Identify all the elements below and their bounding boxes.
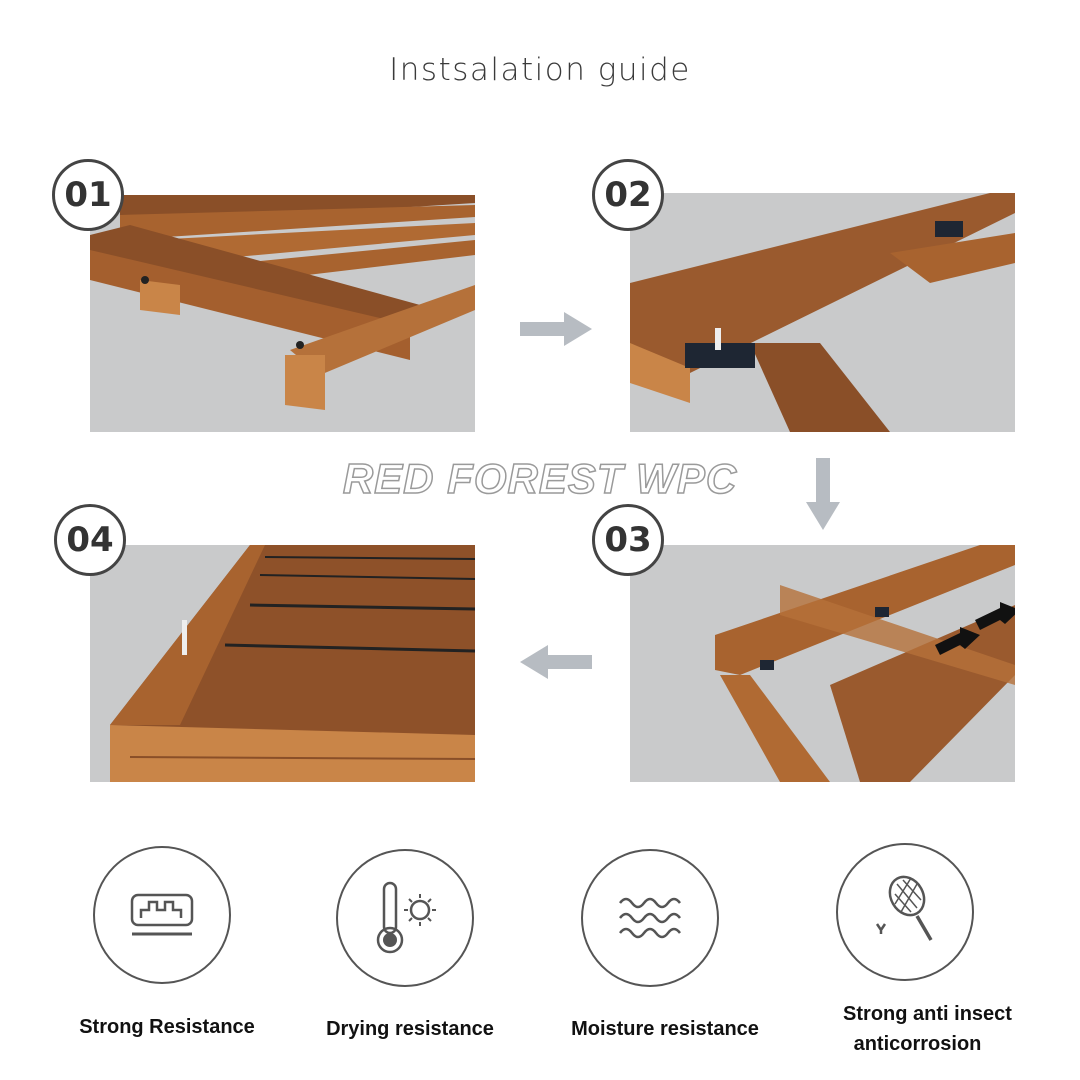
- step-04-illustration: [90, 545, 475, 782]
- feature-label: Moisture resistance: [571, 1018, 759, 1040]
- step-03-illustration: [630, 545, 1015, 782]
- step-number-badge: 01: [52, 159, 124, 231]
- feature-label: Strong anti insect: [843, 1003, 1012, 1025]
- page-title: Instsalation guide: [389, 52, 691, 88]
- arrow-right-icon: [520, 312, 592, 346]
- insect-net-icon: [836, 843, 974, 981]
- step-number-badge: 04: [54, 504, 126, 576]
- feature-label: Drying resistance: [326, 1018, 494, 1040]
- step-number-badge: 03: [592, 504, 664, 576]
- step-number-badge: 02: [592, 159, 664, 231]
- arrow-left-icon: [520, 645, 592, 679]
- feature-label: anticorrosion: [853, 1033, 982, 1055]
- step-01-illustration: [90, 195, 475, 432]
- arrow-down-icon: [806, 458, 840, 530]
- waves-icon: [581, 849, 719, 987]
- feature-label: Strong Resistance: [79, 1016, 255, 1038]
- watermark: RED FOREST WPC: [342, 454, 738, 503]
- step-02-illustration: [630, 193, 1015, 432]
- thermometer-sun-icon: [336, 849, 474, 987]
- board-compression-icon: [93, 846, 231, 984]
